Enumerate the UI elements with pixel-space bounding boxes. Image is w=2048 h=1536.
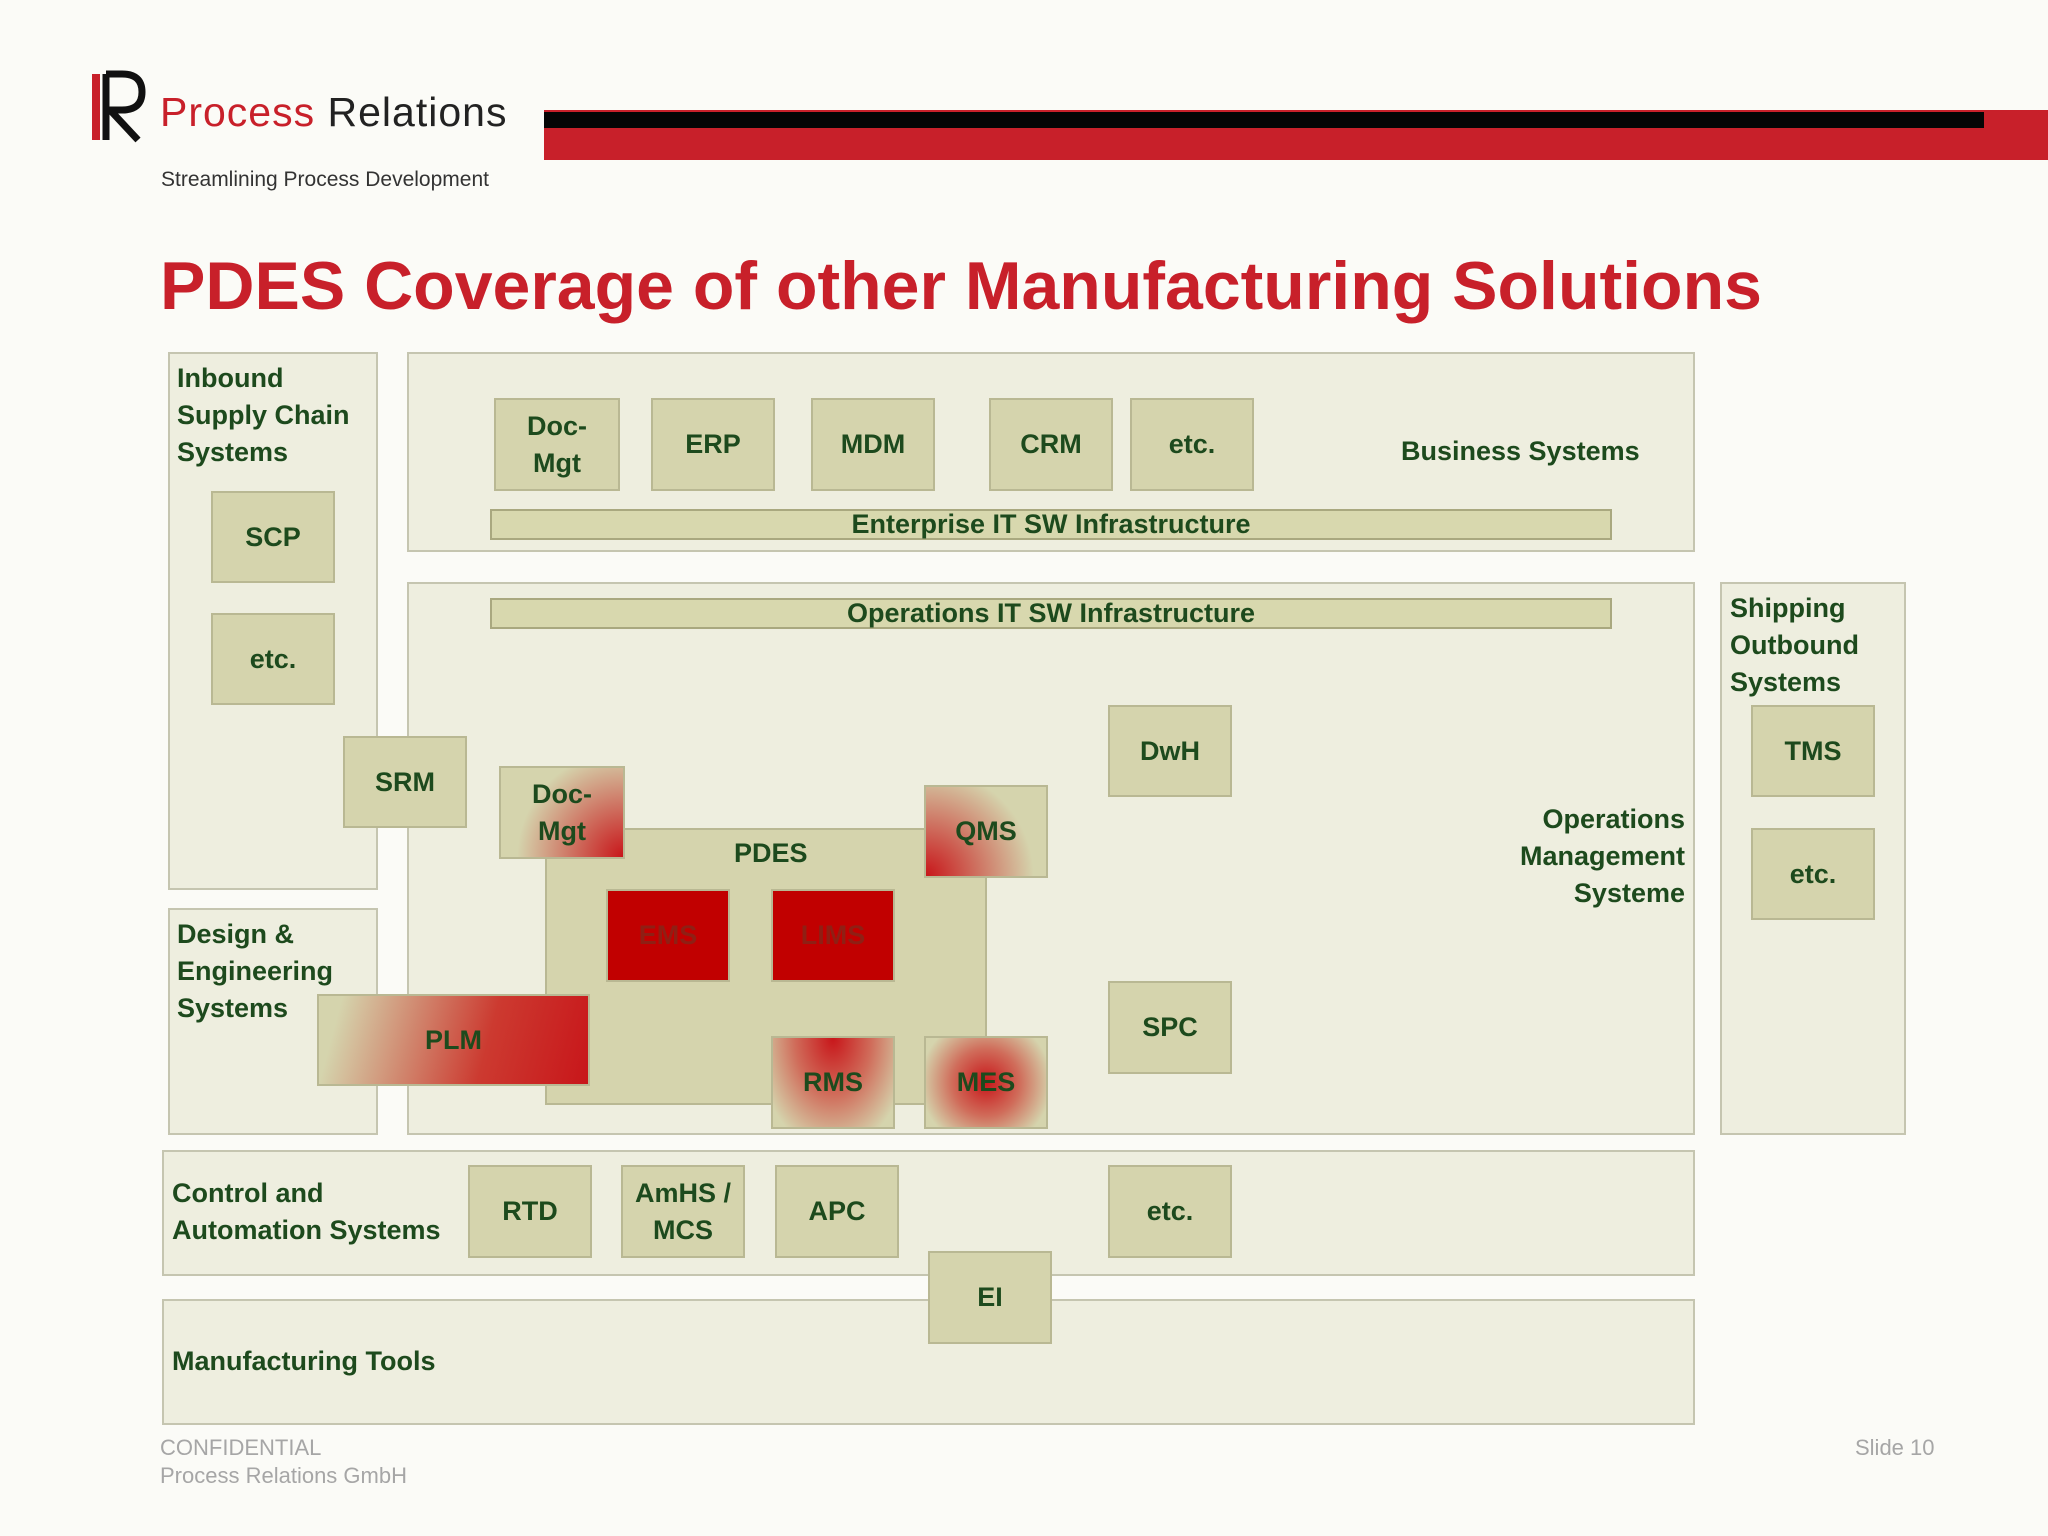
mdm-box: MDM (811, 398, 935, 491)
spc-box: SPC (1108, 981, 1232, 1074)
inbound-label-line: Supply Chain (177, 399, 350, 430)
shipping-label-line: Outbound (1730, 629, 1859, 660)
inbound-etc-box: etc. (211, 613, 335, 705)
amhs-line: MCS (653, 1214, 713, 1245)
rms-box: RMS (771, 1036, 895, 1129)
business-systems-label: Business Systems (1401, 436, 1640, 466)
amhs-mcs-box: AmHS / MCS (621, 1165, 745, 1258)
brand-word-process: Process (160, 89, 316, 135)
design-label-line: Systems (177, 992, 289, 1023)
footer-confidential: CONFIDENTIAL (160, 1435, 322, 1460)
operations-doc-mgt-box: Doc- Mgt (499, 766, 625, 859)
control-etc-box: etc. (1108, 1165, 1232, 1258)
process-relations-logo-icon (92, 70, 146, 143)
ei-box: EI (928, 1251, 1052, 1344)
operations-label-line: Operations (1542, 804, 1685, 834)
brand-name: Process Relations (160, 92, 507, 133)
operations-management-label: Operations Management Systeme (1480, 801, 1685, 912)
inbound-label: Inbound Supply Chain Systems (177, 360, 350, 471)
amhs-line: AmHS / (634, 1178, 732, 1209)
shipping-label: Shipping Outbound Systems (1730, 590, 1859, 701)
apc-box: APC (775, 1165, 899, 1258)
operations-label-line: Management (1519, 840, 1685, 871)
shipping-etc-box: etc. (1751, 828, 1875, 920)
control-label-line: Automation Systems (172, 1214, 441, 1245)
doc-mgt-line: Mgt (538, 815, 586, 846)
design-label-line: Engineering (177, 955, 334, 986)
plm-box: PLM (317, 994, 590, 1086)
mes-box: MES (924, 1036, 1048, 1129)
business-doc-mgt-box: Doc- Mgt (494, 398, 620, 491)
tms-box: TMS (1751, 705, 1875, 797)
enterprise-it-infrastructure-bar: Enterprise IT SW Infrastructure (490, 509, 1612, 540)
business-etc-box: etc. (1130, 398, 1254, 491)
doc-mgt-line: Mgt (533, 447, 581, 478)
scp-box: SCP (211, 491, 335, 583)
control-automation-label: Control and Automation Systems (172, 1175, 441, 1249)
dwh-box: DwH (1108, 705, 1232, 797)
footer-company: Process Relations GmbH (160, 1462, 407, 1488)
control-label-line: Control and (172, 1178, 324, 1208)
brand-tagline: Streamlining Process Development (161, 168, 489, 191)
qms-box: QMS (924, 785, 1048, 878)
rtd-box: RTD (468, 1165, 592, 1258)
slide-title: PDES Coverage of other Manufacturing Sol… (160, 248, 1762, 324)
design-label-line: Design & (177, 919, 295, 949)
erp-box: ERP (651, 398, 775, 491)
ems-box: EMS (606, 889, 730, 982)
srm-box: SRM (343, 736, 467, 828)
crm-box: CRM (989, 398, 1113, 491)
shipping-label-line: Shipping (1730, 593, 1846, 623)
doc-mgt-line: Doc- (527, 411, 587, 442)
operations-label-line: Systeme (1573, 877, 1685, 908)
inbound-label-line: Systems (177, 436, 289, 467)
footer-left: CONFIDENTIAL Process Relations GmbH (160, 1434, 407, 1489)
inbound-label-line: Inbound (177, 363, 284, 393)
doc-mgt-line: Doc- (532, 779, 592, 810)
brand-word-relations: Relations (327, 89, 508, 135)
slide-number: Slide 10 (1855, 1435, 1935, 1460)
shipping-label-line: Systems (1730, 666, 1842, 697)
pdes-label: PDES (734, 838, 808, 868)
manufacturing-tools-label: Manufacturing Tools (172, 1346, 436, 1376)
design-engineering-label: Design & Engineering Systems (177, 916, 333, 1027)
lims-box: LIMS (771, 889, 895, 982)
operations-it-infrastructure-bar: Operations IT SW Infrastructure (490, 598, 1612, 629)
header-black-bar (544, 112, 1984, 128)
